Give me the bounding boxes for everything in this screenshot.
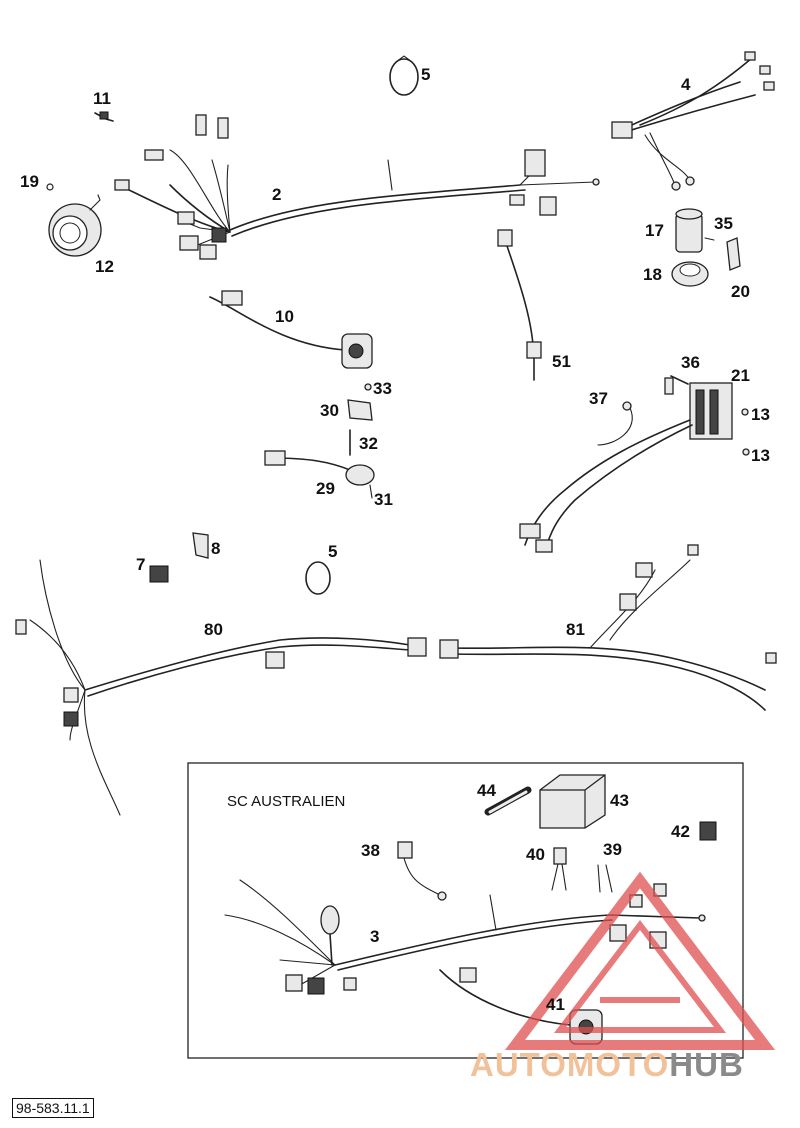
label-part-43: 43 xyxy=(610,791,629,810)
label-part-51: 51 xyxy=(552,352,571,371)
label-part-21: 21 xyxy=(731,366,750,385)
clamp-ring-part xyxy=(389,55,419,96)
label-part-20: 20 xyxy=(731,282,750,301)
label-part-39: 39 xyxy=(603,840,622,859)
harness-part-4 xyxy=(611,51,775,191)
parts-38-39-40 xyxy=(397,841,613,901)
inset-box xyxy=(187,762,744,1059)
label-part-13-upper: 13 xyxy=(751,405,770,424)
label-part-11: 11 xyxy=(93,89,111,108)
regulator-part-21 xyxy=(519,375,750,553)
harness-part-3 xyxy=(224,879,706,995)
switch-part-29 xyxy=(264,450,375,499)
label-part-7: 7 xyxy=(136,555,146,574)
label-part-19: 19 xyxy=(20,172,39,191)
label-part-2: 2 xyxy=(272,185,282,204)
label-part-37: 37 xyxy=(589,389,608,408)
label-part-5-lower: 5 xyxy=(328,542,338,561)
label-part-10: 10 xyxy=(275,307,294,326)
document-number: 98-583.11.1 xyxy=(12,1098,94,1118)
label-part-80: 80 xyxy=(204,620,223,639)
label-part-29: 29 xyxy=(316,479,335,498)
label-part-36: 36 xyxy=(681,353,700,372)
label-part-31: 31 xyxy=(374,490,393,509)
label-part-13-lower: 13 xyxy=(751,446,770,465)
label-part-8: 8 xyxy=(211,539,221,558)
watermark-logo: AUTOMOTOHUB xyxy=(470,1046,744,1084)
watermark-text-b: HUB xyxy=(669,1046,744,1083)
label-part-38: 38 xyxy=(361,841,380,860)
relay-parts-17-18-20 xyxy=(671,208,741,287)
watermark-text-a: AUTOMOTO xyxy=(470,1046,670,1083)
label-part-4: 4 xyxy=(681,75,691,94)
small-connector-part xyxy=(94,111,114,122)
horn-part xyxy=(46,183,102,257)
harness-part-2 xyxy=(114,114,600,260)
watermark-triangle xyxy=(504,871,776,1050)
label-part-18: 18 xyxy=(643,265,662,284)
switch-part-10 xyxy=(209,290,373,369)
label-part-42: 42 xyxy=(671,822,690,841)
sensor-part-51 xyxy=(497,229,542,381)
label-part-17: 17 xyxy=(645,221,664,240)
label-part-81: 81 xyxy=(566,620,585,639)
bracket-parts-30-32-33 xyxy=(347,383,373,456)
label-part-35: 35 xyxy=(714,214,733,233)
battery-parts-43-44-42 xyxy=(484,774,717,841)
harness-part-81 xyxy=(439,544,777,711)
label-part-12: 12 xyxy=(95,257,114,276)
label-part-33: 33 xyxy=(373,379,392,398)
label-part-32: 32 xyxy=(359,434,378,453)
label-part-30: 30 xyxy=(320,401,339,420)
label-part-5: 5 xyxy=(421,65,431,84)
label-part-41: 41 xyxy=(546,995,565,1014)
label-part-40: 40 xyxy=(526,845,545,864)
inset-title: SC AUSTRALIEN xyxy=(227,793,346,810)
harness-part-80 xyxy=(15,559,427,816)
label-part-44: 44 xyxy=(477,781,496,800)
small-parts-7-8-5 xyxy=(149,532,331,595)
label-part-3: 3 xyxy=(370,927,380,946)
